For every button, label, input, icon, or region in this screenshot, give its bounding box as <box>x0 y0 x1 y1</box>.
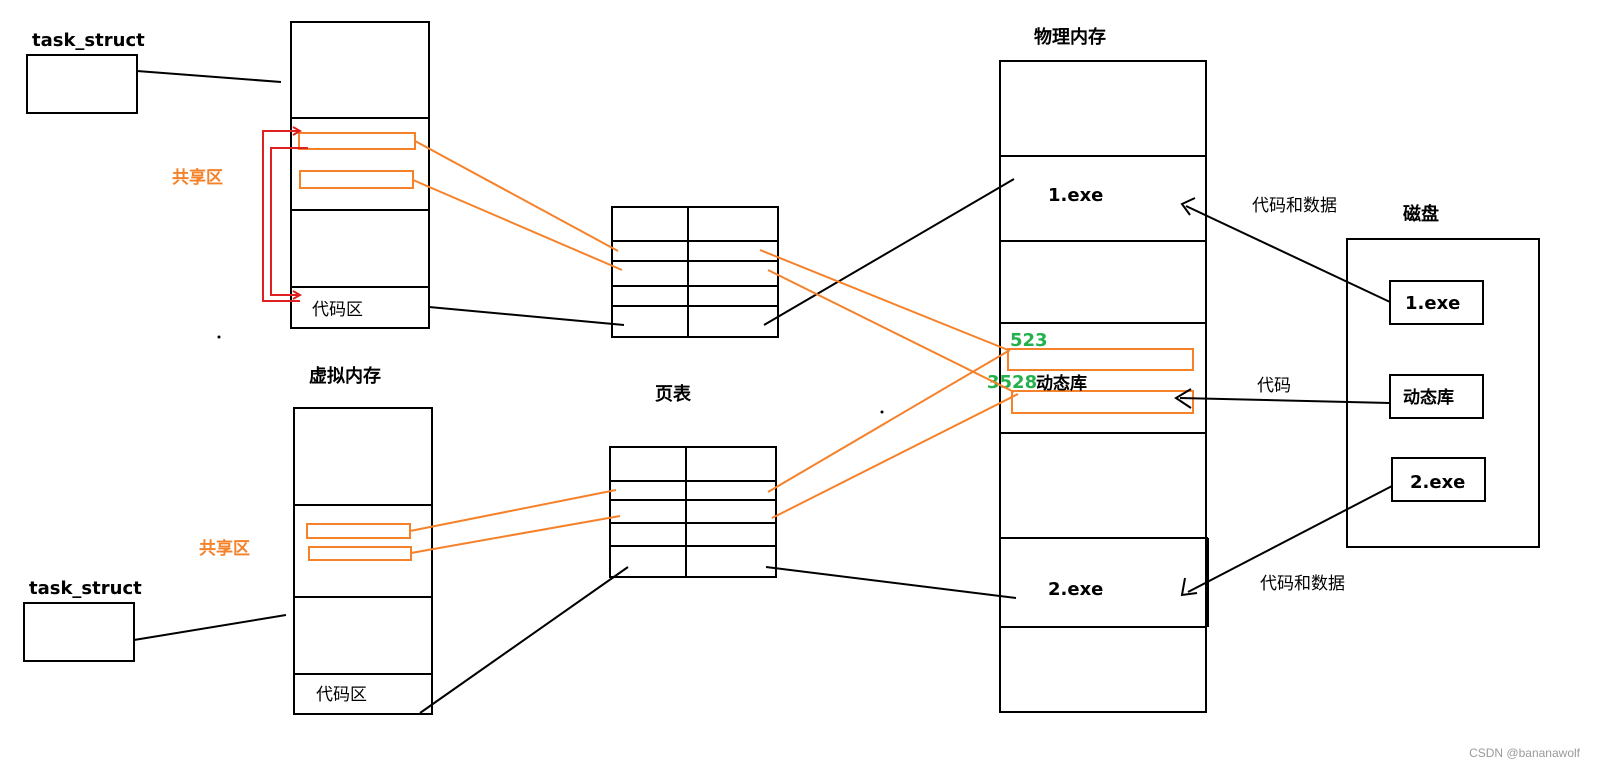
phys-shared-block-2 <box>1011 390 1194 414</box>
disk-title: 磁盘 <box>1403 203 1439 225</box>
addr-523: 523 <box>1010 330 1048 351</box>
bottom-process: 虚拟内存 task_struct 代码区 共享区 <box>23 365 433 715</box>
addr-3528: 3528 <box>987 372 1037 393</box>
top-process: task_struct 代码区 共享区 <box>26 21 430 339</box>
stray-dot-2 <box>880 410 884 414</box>
shared-block-top-1 <box>298 132 416 150</box>
code-area-bottom-label: 代码区 <box>316 685 367 705</box>
task-struct-top-box <box>26 54 138 114</box>
shared-top-label: 共享区 <box>172 167 223 188</box>
task-struct-top-link <box>136 70 282 83</box>
virtual-memory-bottom <box>293 407 433 715</box>
arrow-code-data-top: 代码和数据 <box>1252 196 1337 216</box>
shared-block-top-2 <box>299 170 414 189</box>
arrow-code-data-bottom: 代码和数据 <box>1260 574 1345 594</box>
arrow-code: 代码 <box>1257 376 1291 396</box>
disk-exe2-box <box>1391 457 1486 502</box>
disk-dynlib-box <box>1389 374 1484 419</box>
task-struct-bottom-link <box>133 614 287 641</box>
virtual-memory-title: 虚拟内存 <box>309 365 381 387</box>
phys-exe2-label: 2.exe <box>1048 579 1103 600</box>
phys-exe1-label: 1.exe <box>1048 185 1103 206</box>
task-struct-top-label: task_struct <box>32 30 145 51</box>
disk: 磁盘 1.exe 动态库 2.exe <box>1346 203 1540 548</box>
shared-block-bottom-1 <box>306 523 411 539</box>
phys-shared-block-1 <box>1007 348 1194 371</box>
task-struct-bottom-label: task_struct <box>29 578 142 599</box>
black-connectors <box>419 178 1017 714</box>
red-bracket-inner <box>270 147 308 296</box>
disk-exe1-label: 1.exe <box>1405 293 1460 314</box>
phys-dynlib-label: 动态库 <box>1036 373 1087 394</box>
code-area-top-label: 代码区 <box>312 300 363 320</box>
disk-dynlib-label: 动态库 <box>1403 387 1454 408</box>
page-table-bottom <box>609 446 777 578</box>
red-arrowhead-1 <box>292 126 303 136</box>
stray-dot-1 <box>217 335 221 339</box>
physical-memory-title: 物理内存 <box>1034 26 1106 48</box>
red-arrowhead-2 <box>292 290 303 300</box>
orange-shared-lines <box>409 140 1019 554</box>
disk-exe2-label: 2.exe <box>1410 472 1465 493</box>
red-bracket <box>262 130 300 302</box>
shared-bottom-label: 共享区 <box>199 538 250 559</box>
shared-block-bottom-2 <box>308 546 412 561</box>
disk-arrows <box>1174 197 1393 597</box>
virtual-memory-top <box>290 21 430 329</box>
page-table-title: 页表 <box>655 383 692 405</box>
page-table-top <box>611 206 779 338</box>
physical-memory: 物理内存 1.exe 2.exe 523 3528 动态库 <box>987 26 1209 713</box>
watermark: CSDN @bananawolf <box>1469 746 1580 760</box>
task-struct-bottom-box <box>23 602 135 662</box>
disk-exe1-box <box>1389 280 1484 325</box>
